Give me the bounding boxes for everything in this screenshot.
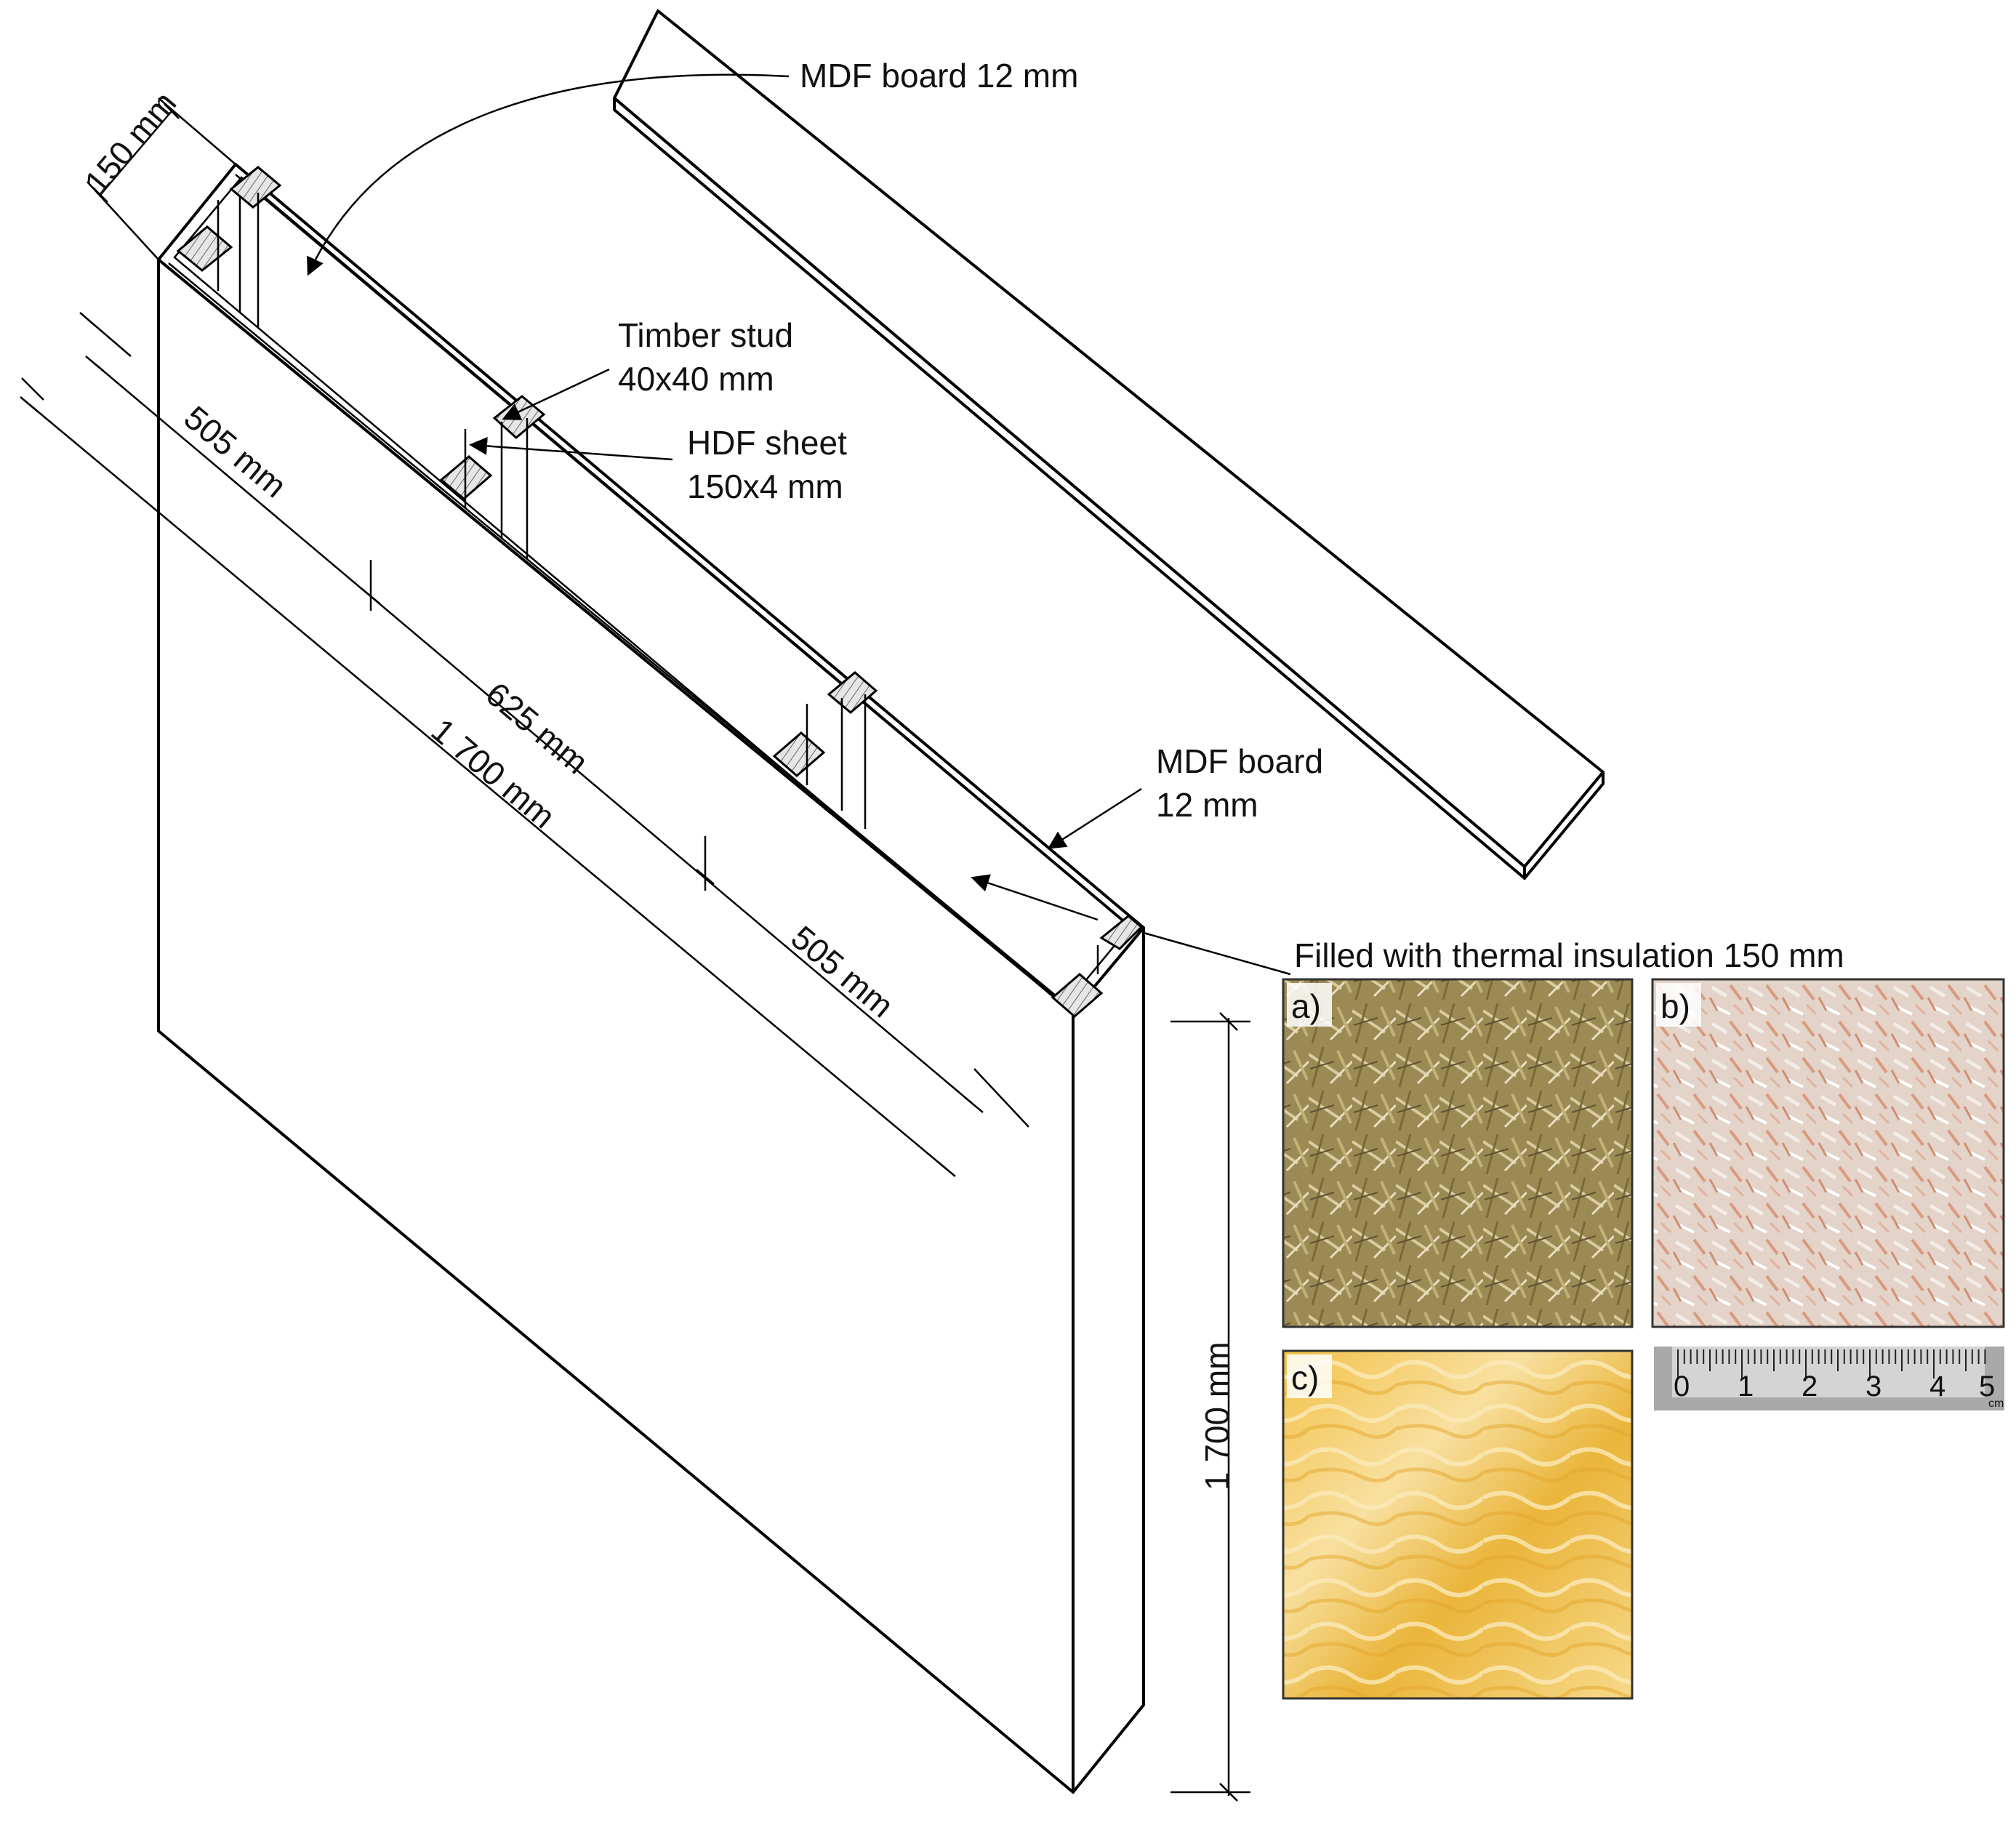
ruler-2: 2 — [1802, 1370, 1818, 1402]
photo-a-label: a) — [1291, 987, 1321, 1025]
ruler-3: 3 — [1866, 1370, 1882, 1402]
height-label: 1 700 mm — [1198, 1341, 1236, 1490]
dimension-height: 1 700 mm — [1170, 1012, 1250, 1802]
mdf-top-label: MDF board 12 mm — [800, 57, 1078, 95]
sample-photo-c: c) — [1282, 1349, 1634, 1700]
photo-b-label: b) — [1660, 987, 1690, 1025]
insulation-label: Filled with thermal insulation 150 mm — [1294, 936, 1844, 974]
mdf-side-label-2: 12 mm — [1156, 786, 1258, 824]
mdf-side-label-1: MDF board — [1156, 742, 1323, 780]
timber-stud-label-2: 40x40 mm — [618, 360, 774, 398]
ruler-5: 5 — [1979, 1370, 1995, 1402]
ruler-unit: cm — [1988, 1397, 2004, 1410]
ruler-1: 1 — [1738, 1370, 1754, 1402]
stud-3 — [772, 671, 878, 829]
scale-ruler: 0 1 2 3 4 5 cm — [1654, 1347, 2004, 1410]
annotations: MDF board 12 mm Timber stud 40x40 mm HDF… — [307, 57, 1844, 976]
mdf-board-panel — [613, 9, 1605, 880]
stud-1 — [176, 166, 282, 327]
wall-body — [157, 163, 1145, 1794]
ruler-0: 0 — [1674, 1370, 1690, 1402]
timber-studs — [176, 166, 1144, 1018]
photo-c-label: c) — [1291, 1359, 1319, 1397]
hdf-sheet-label-1: HDF sheet — [687, 424, 847, 462]
sample-photo-a: a) — [1282, 978, 1634, 1328]
hdf-sheet-label-2: 150x4 mm — [687, 467, 843, 505]
depth-label: 150 mm — [77, 84, 184, 201]
sample-photo-b: b) — [1651, 978, 2005, 1328]
timber-stud-label-1: Timber stud — [618, 316, 793, 354]
stud-4 — [1051, 915, 1144, 1018]
ruler-4: 4 — [1929, 1370, 1945, 1402]
